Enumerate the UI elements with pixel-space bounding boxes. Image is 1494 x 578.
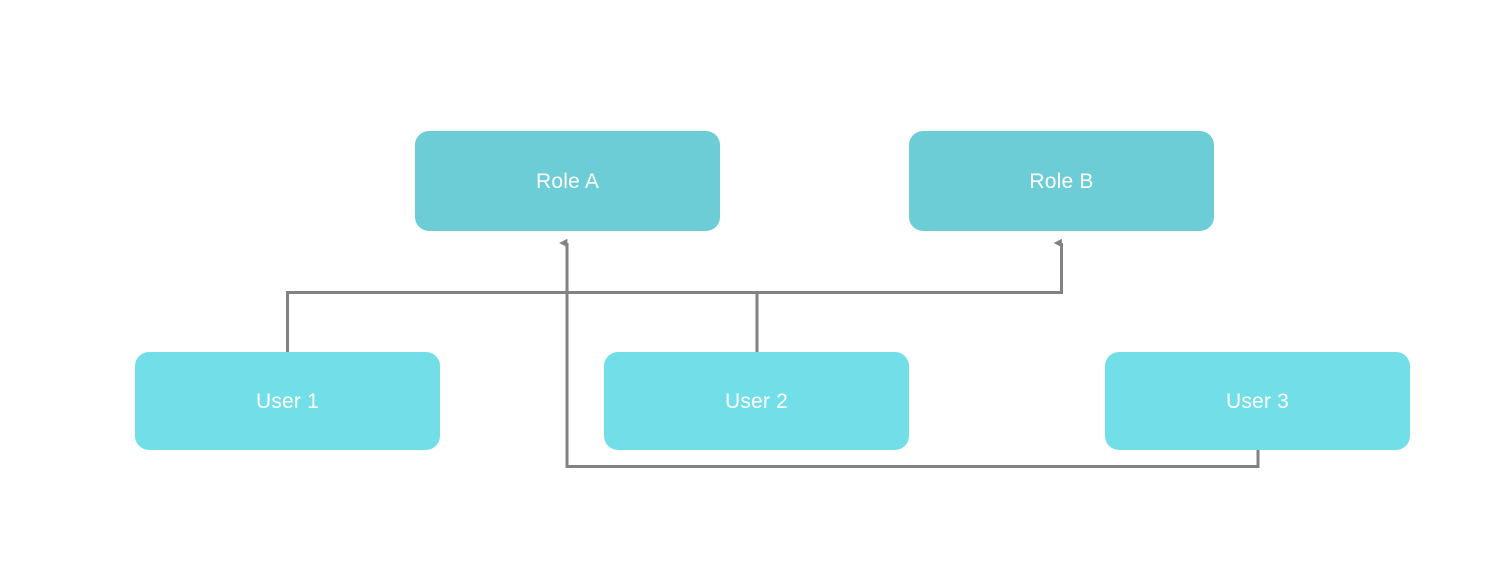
node-role-a-label: Role A: [535, 169, 600, 193]
connector-user-3-to-role-a: [559, 238, 1260, 468]
node-role-b[interactable]: Role B: [909, 131, 1214, 231]
node-role-b-label: Role B: [1029, 169, 1094, 193]
node-user-2[interactable]: User 2: [604, 352, 909, 450]
node-user-1-label: User 1: [255, 389, 320, 413]
node-user-1[interactable]: User 1: [135, 352, 440, 450]
connector-user-1-to-role-b: [286, 238, 1063, 352]
node-user-3[interactable]: User 3: [1105, 352, 1410, 450]
node-user-2-label: User 2: [724, 389, 789, 413]
node-user-3-label: User 3: [1225, 389, 1290, 413]
node-role-a[interactable]: Role A: [415, 131, 720, 231]
